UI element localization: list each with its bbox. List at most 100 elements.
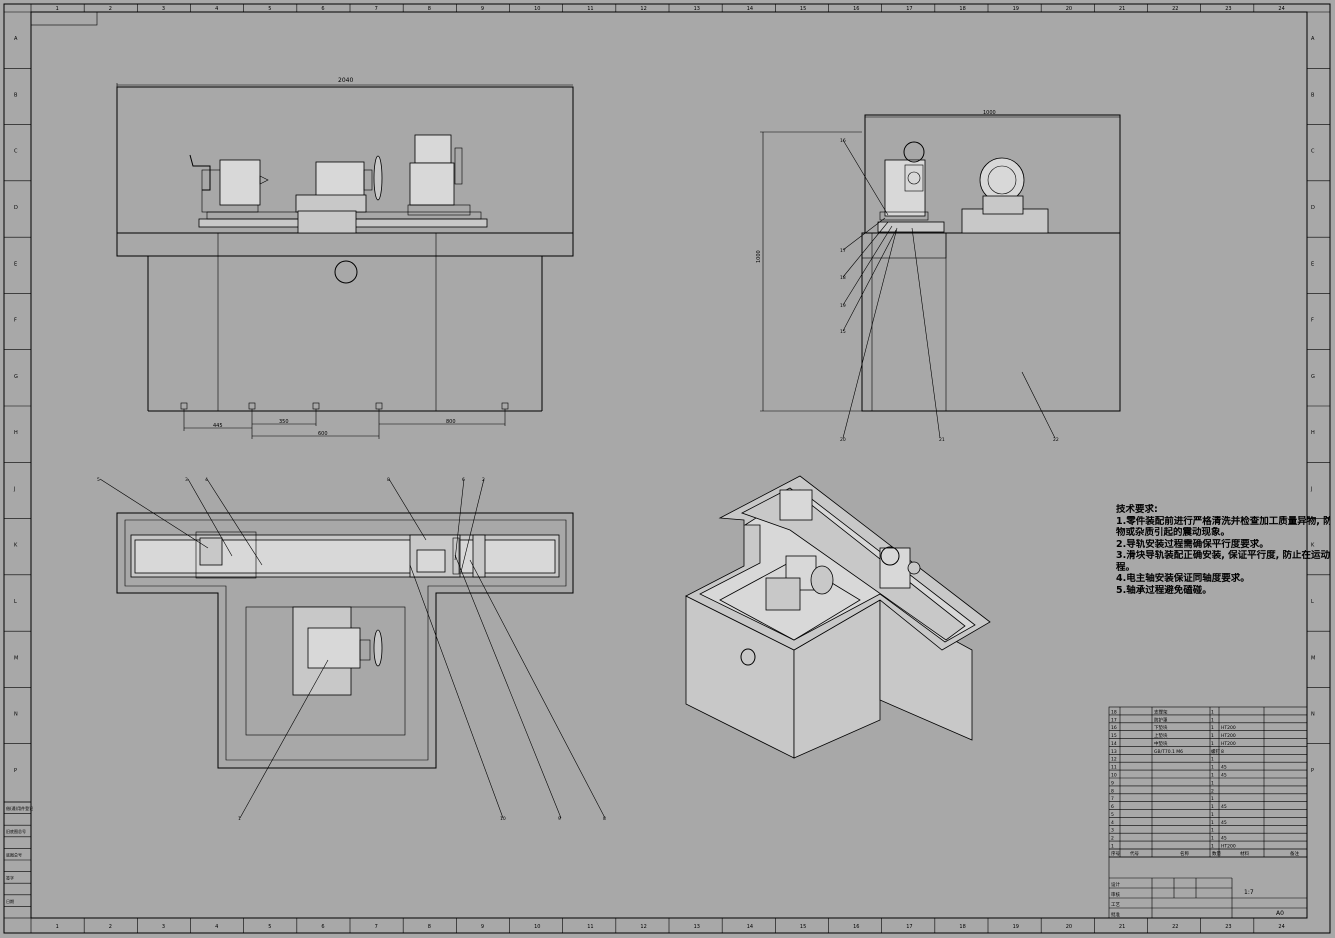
- side-ruler-letter: A: [14, 36, 18, 42]
- top-ruler-number: 23: [1225, 6, 1231, 12]
- title-row-label: 工艺: [1111, 902, 1120, 908]
- top-ruler-number: 8: [428, 6, 431, 12]
- title-sheet: A0: [1276, 910, 1284, 917]
- bom-cell: 45: [1221, 820, 1227, 826]
- bom-cell: 上垫块: [1154, 732, 1168, 739]
- title-scale: 1:7: [1244, 889, 1254, 896]
- top-ruler-number: 4: [215, 6, 218, 12]
- side-balloon: 16: [840, 138, 846, 144]
- dim-600: 600: [318, 431, 328, 437]
- plan-balloon: 5: [97, 477, 100, 483]
- side-balloon: 19: [840, 303, 846, 309]
- side-ruler-letter: A: [1311, 36, 1315, 42]
- plan-balloon: 3: [185, 477, 188, 483]
- bom-cell: 1: [1211, 741, 1214, 747]
- side-ruler-letter: F: [1311, 318, 1314, 324]
- side-height-dim: 1000: [756, 250, 762, 263]
- bom-cell: 1: [1211, 717, 1214, 723]
- tech-req-line: 物或杂质引起的震动现象。: [1116, 527, 1231, 538]
- top-ruler-number: 9: [481, 6, 484, 12]
- plan-view: [99, 478, 606, 819]
- side-ruler-letter: J: [13, 486, 15, 492]
- bom-cell: 45: [1221, 836, 1227, 842]
- top-ruler-number: 10: [534, 6, 540, 12]
- title-block: 1:7 A0: [1108, 856, 1308, 919]
- top-ruler: 1122334455667788991010111112121313141415…: [30, 4, 1285, 933]
- bottom-ruler-number: 21: [1119, 924, 1125, 930]
- bom-cell: GB/T70.1 M6: [1154, 749, 1183, 755]
- stamp-label: 借(通)用件登记: [6, 805, 33, 811]
- bom-cell: 1: [1211, 844, 1214, 850]
- bom-cell: 45: [1221, 765, 1227, 771]
- bom-cell: 1: [1211, 757, 1214, 763]
- side-ruler-letter: L: [14, 599, 17, 605]
- side-view: 1000 1000: [756, 110, 1121, 439]
- plan-balloon: 8: [603, 816, 606, 822]
- bom-cell: 13: [1111, 749, 1117, 755]
- dim-445: 445: [213, 423, 223, 429]
- bom-cell: 1: [1211, 765, 1214, 771]
- side-balloon: 17: [840, 248, 846, 254]
- bom-header-cell: 材料: [1240, 850, 1249, 857]
- side-ruler-letter: M: [1311, 655, 1315, 661]
- side-ruler-letter: N: [1311, 712, 1315, 718]
- bom-header-cell: 数量: [1212, 850, 1221, 857]
- bottom-ruler-number: 22: [1172, 924, 1178, 930]
- plan-balloon: 2: [482, 477, 485, 483]
- plan-balloon: 4: [205, 477, 208, 483]
- plan-balloon: 6: [462, 477, 465, 483]
- front-view: 2040 445 350 600 800: [116, 77, 574, 439]
- bom-cell: 1: [1211, 780, 1214, 786]
- top-ruler-number: 3: [162, 6, 165, 12]
- dim-350: 350: [279, 419, 289, 425]
- plan-balloon: 10: [500, 816, 506, 822]
- bom-cell: 6: [1111, 804, 1114, 810]
- bom-cell: 1: [1211, 820, 1214, 826]
- side-ruler-letter: C: [14, 149, 18, 155]
- tech-req-title: 技术要求:: [1116, 504, 1158, 515]
- top-ruler-number: 6: [321, 6, 324, 12]
- top-ruler-number: 15: [800, 6, 806, 12]
- bom-cell: 1: [1211, 828, 1214, 834]
- stamp-label: 底图总号: [6, 851, 22, 857]
- bom-cell: 45: [1221, 804, 1227, 810]
- bom-cell: 16: [1111, 725, 1117, 731]
- bom-cell: 45: [1221, 773, 1227, 779]
- top-ruler-number: 13: [694, 6, 700, 12]
- bom-header-cell: 序号: [1111, 850, 1120, 857]
- bom-cell: 1: [1211, 804, 1214, 810]
- bottom-ruler-number: 12: [640, 924, 646, 930]
- side-ruler-letter: D: [1311, 205, 1315, 211]
- bottom-ruler-number: 16: [853, 924, 859, 930]
- bottom-ruler-number: 2: [109, 924, 112, 930]
- side-ruler-letter: P: [14, 768, 17, 774]
- side-ruler-letter: E: [1311, 261, 1314, 267]
- bottom-ruler-number: 24: [1278, 924, 1284, 930]
- top-ruler-number: 5: [268, 6, 271, 12]
- bom-cell: 1: [1211, 733, 1214, 739]
- bottom-ruler-number: 8: [428, 924, 431, 930]
- top-ruler-number: 24: [1278, 6, 1284, 12]
- tech-req-line: 5.轴承过程避免磕碰。: [1116, 584, 1212, 596]
- bom-cell: 4: [1111, 820, 1114, 826]
- outer-border: [3, 3, 1331, 934]
- bom-cell: 10: [1111, 773, 1117, 779]
- top-ruler-number: 21: [1119, 6, 1125, 12]
- side-ruler-letter: E: [14, 261, 17, 267]
- top-ruler-number: 11: [587, 6, 593, 12]
- bottom-ruler-number: 17: [906, 924, 912, 930]
- isometric-view: [685, 475, 991, 759]
- bottom-ruler-number: 4: [215, 924, 218, 930]
- bom-cell: HT200: [1221, 733, 1236, 739]
- top-ruler-number: 19: [1013, 6, 1019, 12]
- bom-cell: 防护罩: [1154, 716, 1168, 723]
- bom-cell: 1: [1211, 725, 1214, 731]
- side-ruler-letter: H: [1311, 430, 1315, 436]
- bom-header-cell: 备注: [1290, 850, 1299, 857]
- bom-header-cell: 代号: [1130, 850, 1139, 857]
- bom-cell: 中垫块: [1154, 740, 1168, 747]
